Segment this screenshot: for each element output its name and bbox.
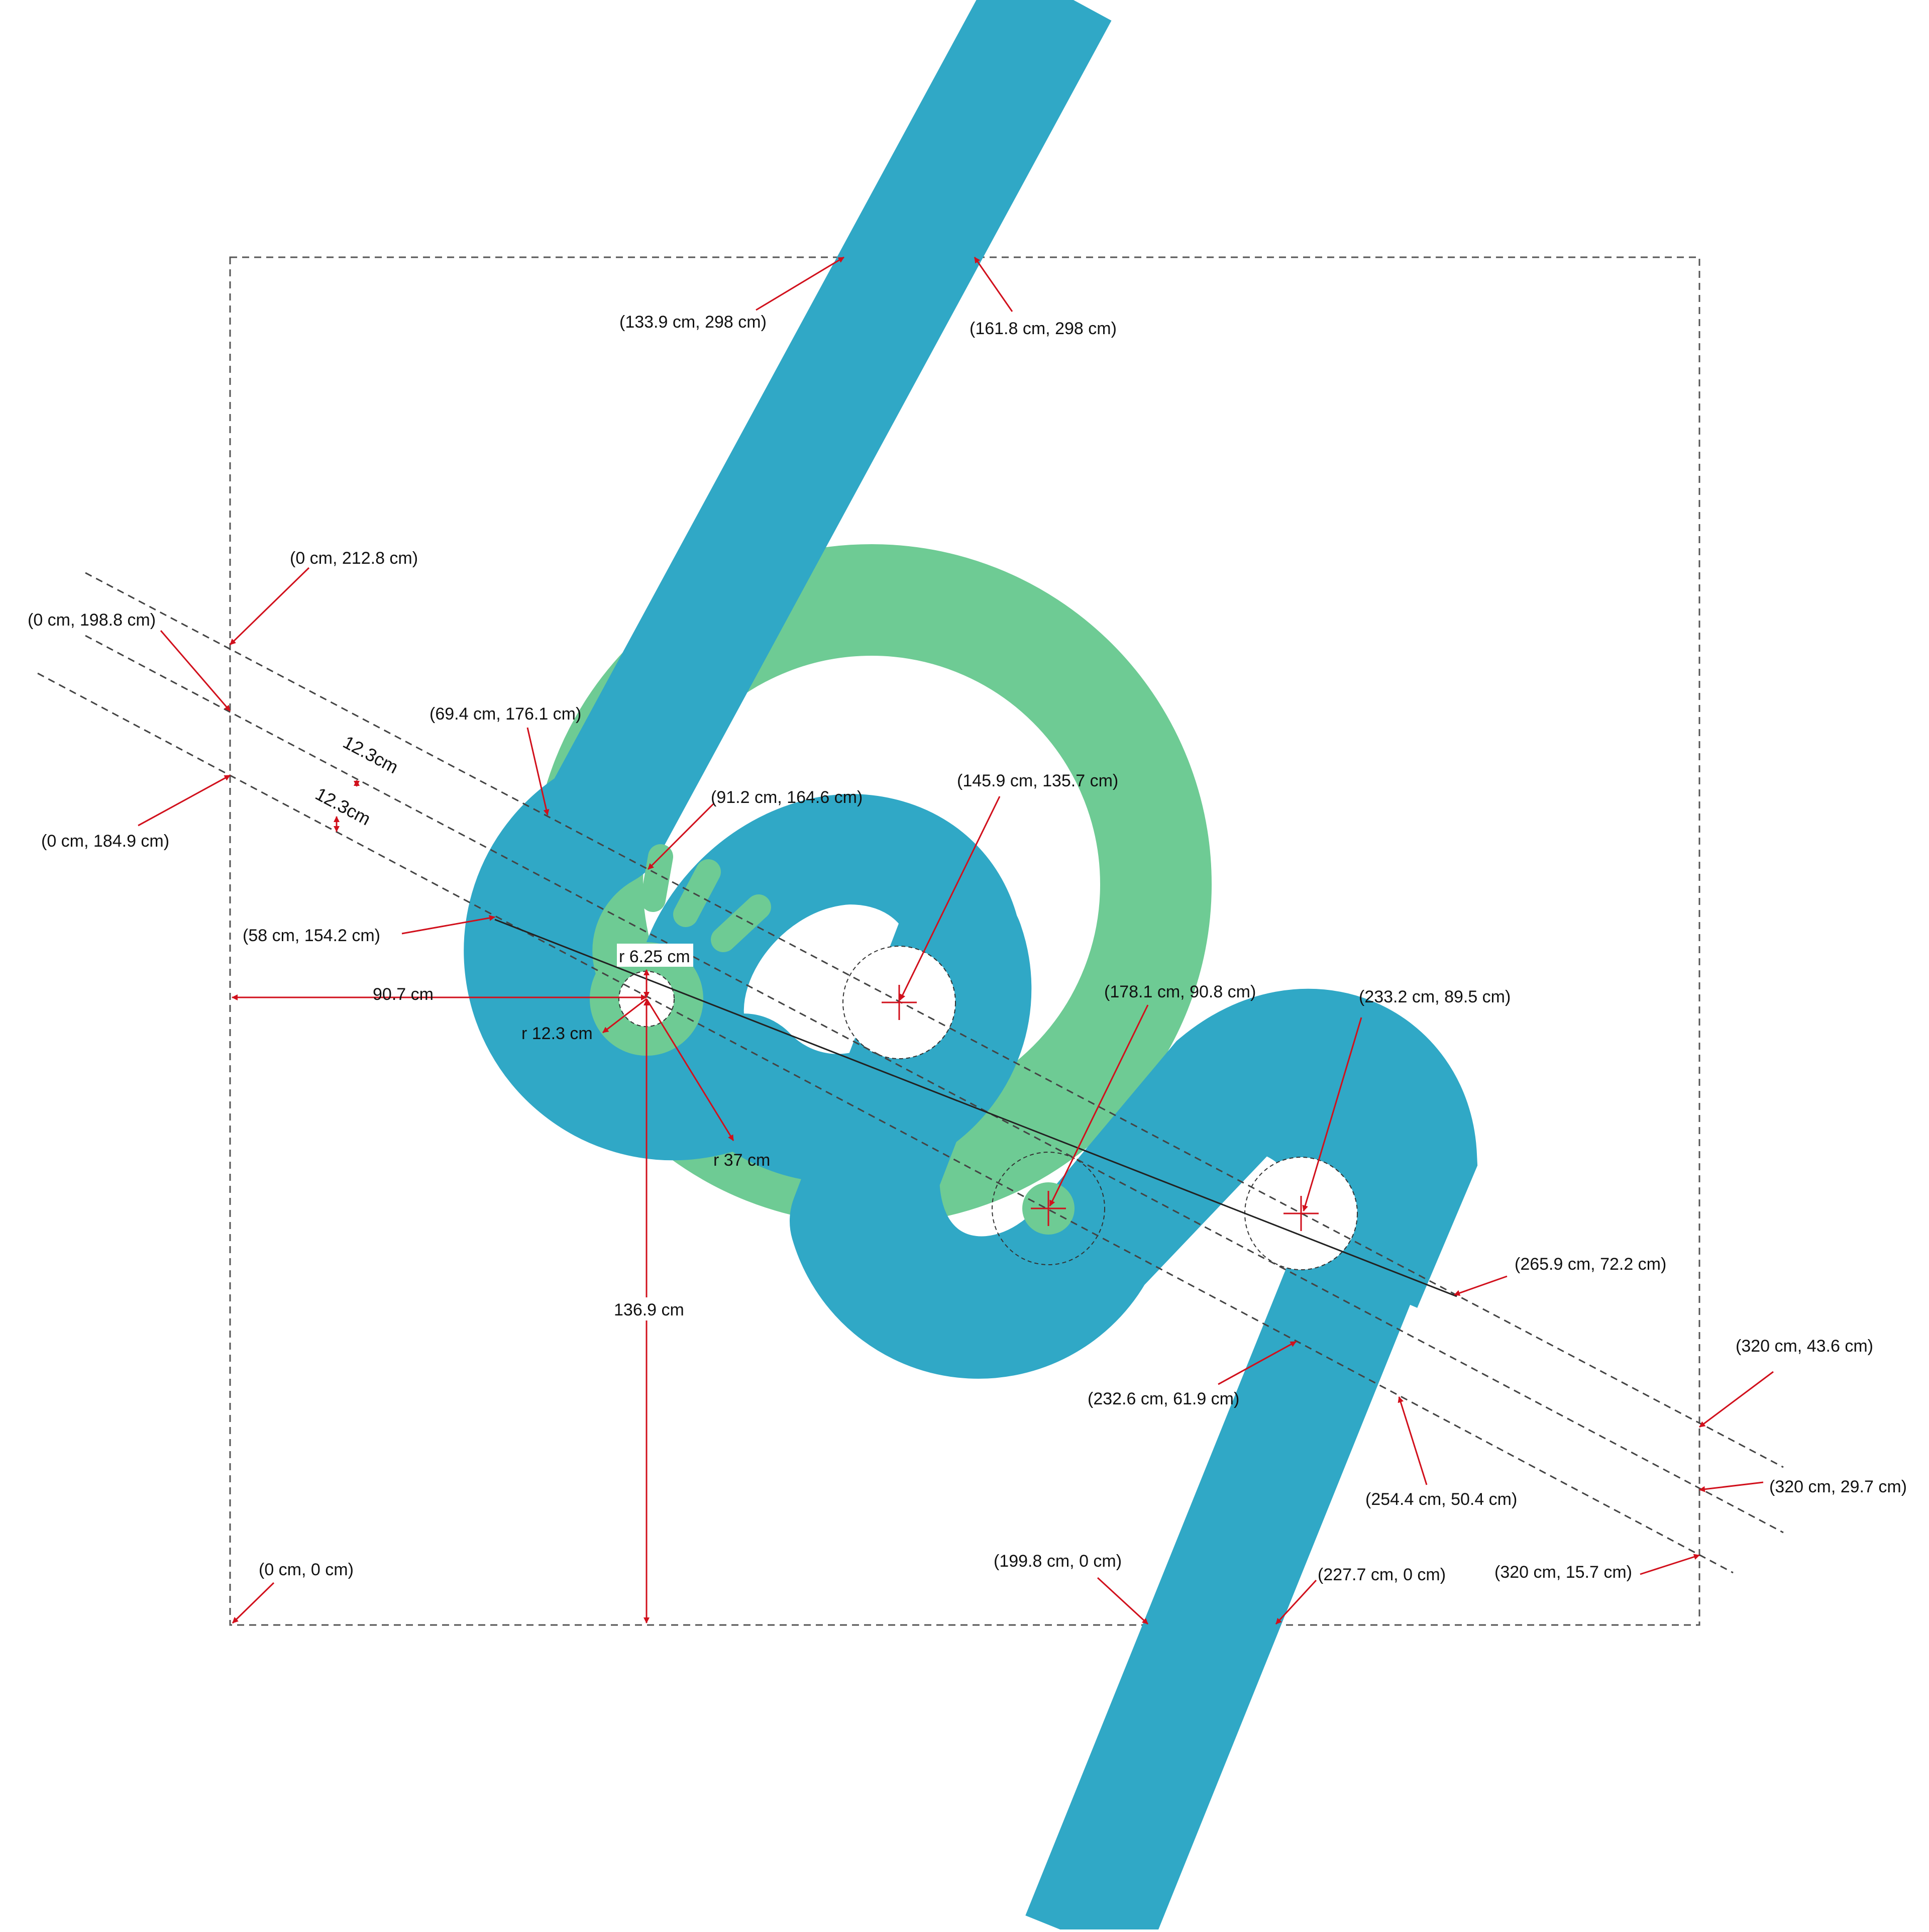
dim-vertical-label-bg	[610, 1297, 686, 1320]
label-right-edge-mid: (320 cm, 29.7 cm)	[1769, 1477, 1907, 1496]
leader-top-right	[974, 257, 1013, 312]
leader-curve-left	[401, 915, 495, 935]
label-radius-mid: r 12.3 cm	[521, 1024, 593, 1043]
label-right-edge-upper: (320 cm, 43.6 cm)	[1736, 1337, 1873, 1356]
label-radius-large: r 37 cm	[713, 1151, 770, 1170]
label-curve3-center: (233.2 cm, 89.5 cm)	[1359, 987, 1511, 1006]
curve2-hole	[992, 1152, 1105, 1265]
label-track-left-outer: (69.4 cm, 176.1 cm)	[430, 704, 581, 724]
leader-left-mid	[160, 630, 231, 711]
label-spacing-2: 12.3cm	[312, 783, 374, 830]
green-tick-2	[673, 859, 721, 927]
leader-curve3-center	[1302, 1017, 1362, 1211]
label-origin: (0 cm, 0 cm)	[259, 1560, 354, 1579]
leader-left-lower	[138, 774, 231, 827]
leader-track-left-inner	[647, 803, 714, 870]
label-right-inner: (232.6 cm, 61.9 cm)	[1088, 1389, 1239, 1408]
radius-mid-line	[602, 998, 647, 1034]
label-curve1-center: (145.9 cm, 135.7 cm)	[957, 771, 1118, 790]
label-right-edge-lower: (320 cm, 15.7 cm)	[1494, 1563, 1632, 1582]
label-dim-vertical: 136.9 cm	[614, 1300, 684, 1319]
label-top-right-edge: (161.8 cm, 298 cm)	[970, 319, 1117, 338]
leader-bottom-right	[1275, 1579, 1317, 1625]
label-top-left-edge: (133.9 cm, 298 cm)	[619, 313, 767, 332]
label-curve-left-point: (58 cm, 154.2 cm)	[243, 926, 380, 945]
leader-origin	[232, 1582, 275, 1624]
green-tick-3	[711, 894, 771, 952]
label-dim-horizontal: 90.7 cm	[373, 985, 434, 1004]
label-left-lower: (0 cm, 184.9 cm)	[41, 832, 169, 851]
leader-bottom-left	[1097, 1577, 1149, 1625]
leader-top-left	[756, 256, 844, 311]
boundary-frame	[229, 256, 1700, 1626]
label-right-outer: (265.9 cm, 72.2 cm)	[1515, 1255, 1666, 1274]
label-spacing-1: 12.3cm	[340, 732, 401, 778]
radius-large-line	[646, 998, 734, 1141]
label-right-lower: (254.4 cm, 50.4 cm)	[1365, 1490, 1517, 1509]
label-bottom-left-edge: (199.8 cm, 0 cm)	[994, 1552, 1122, 1571]
leader-right-edge-lower	[1640, 1554, 1700, 1575]
leader-right-edge-mid	[1699, 1481, 1764, 1492]
label-left-mid: (0 cm, 198.8 cm)	[28, 611, 156, 630]
leader-right-edge-upper	[1699, 1371, 1774, 1428]
label-curve2-center: (178.1 cm, 90.8 cm)	[1104, 982, 1256, 1001]
guide-line-lower	[37, 672, 1734, 1574]
label-left-upper: (0 cm, 212.8 cm)	[290, 549, 418, 568]
leader-right-inner	[1218, 1341, 1297, 1385]
leader-right-lower	[1398, 1396, 1428, 1485]
guide-line-solid	[494, 919, 1457, 1297]
leader-track-left-outer	[526, 727, 550, 816]
label-track-left-inner: (91.2 cm, 164.6 cm)	[711, 788, 863, 807]
track-curve-2	[828, 988, 1478, 1347]
label-radius-small: r 6.25 cm	[619, 947, 690, 966]
green-tick-1	[640, 844, 673, 912]
label-bottom-right-edge: (227.7 cm, 0 cm)	[1318, 1565, 1446, 1584]
leader-left-upper	[229, 567, 310, 646]
leader-right-outer	[1454, 1275, 1508, 1296]
leader-curve2-center	[1049, 1004, 1149, 1206]
guide-line-mid	[85, 635, 1784, 1534]
leader-curve1-center	[899, 796, 1001, 1000]
guide-line-upper	[85, 572, 1784, 1468]
radius-small-label-bg	[617, 944, 693, 967]
